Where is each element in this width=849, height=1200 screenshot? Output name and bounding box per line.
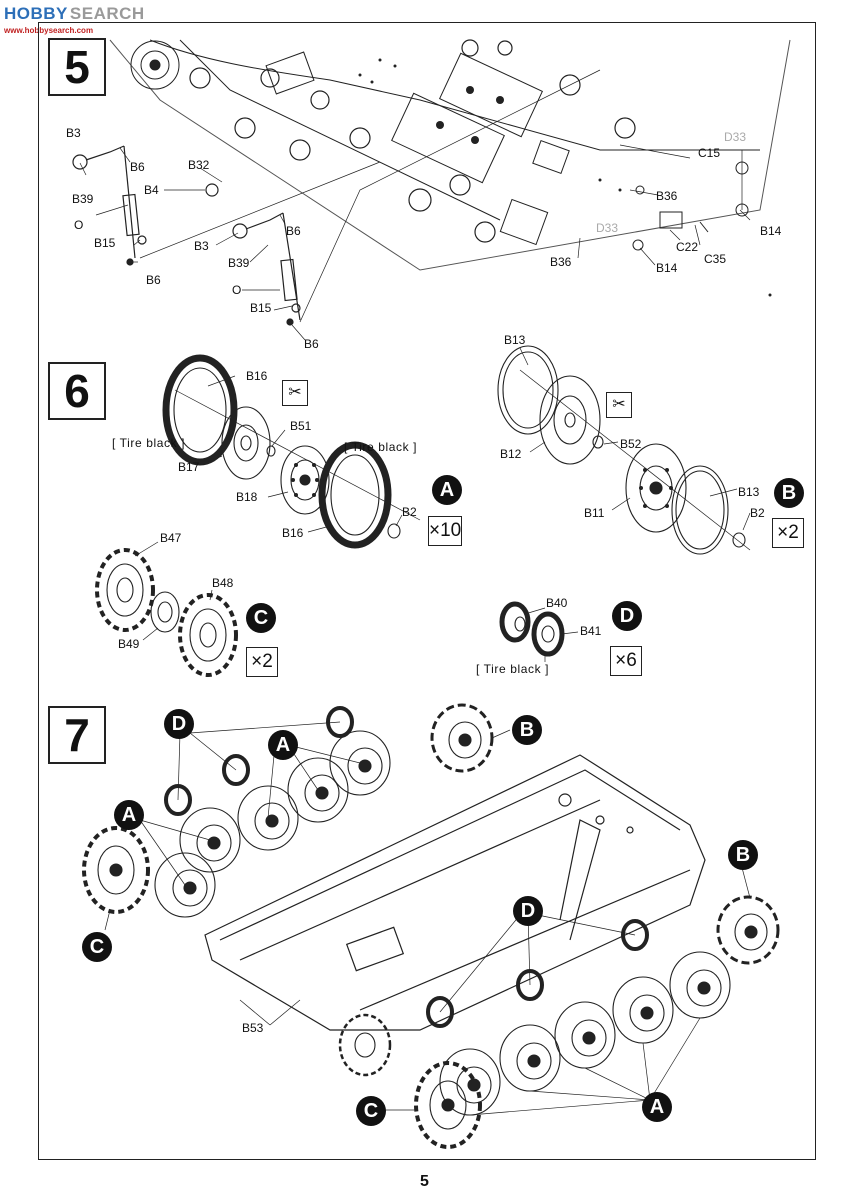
step7-hull-drawing — [204, 754, 706, 1031]
part-label: B2 — [402, 505, 417, 519]
part-label: B32 — [188, 158, 210, 172]
step-6-number: 6 — [48, 362, 106, 420]
watermark-search: SEARCH — [69, 4, 145, 23]
part-label: B17 — [178, 460, 200, 474]
callout-d: D — [513, 896, 543, 926]
part-label: B6 — [146, 273, 161, 287]
part-label: B12 — [500, 447, 522, 461]
scissors-cut-icon: ✂ — [282, 380, 308, 406]
part-label-ghost: D33 — [596, 221, 619, 235]
callout-c: C — [82, 932, 112, 962]
callout-a: A — [268, 730, 298, 760]
step7-wheels-drawing — [82, 703, 780, 1149]
part-label: B16 — [282, 526, 304, 540]
step7-leader-lines — [104, 721, 751, 1116]
part-label: B18 — [236, 490, 258, 504]
part-label: B39 — [228, 256, 250, 270]
paint-note-tire-black: [ Tire black ] — [344, 440, 418, 454]
part-label: B13 — [738, 485, 760, 499]
part-label: B49 — [118, 637, 140, 651]
assembly-mark-c: C — [246, 603, 276, 633]
step6-left-wheel-drawing — [162, 354, 421, 549]
part-label: B3 — [194, 239, 209, 253]
callout-b: B — [512, 715, 542, 745]
step6-roller-drawing — [499, 601, 579, 662]
callout-b: B — [728, 840, 758, 870]
assembly-mark-d: D — [612, 601, 642, 631]
paint-note-tire-black: [ Tire black ] — [112, 436, 186, 450]
part-label: B52 — [620, 437, 642, 451]
page-frame — [38, 22, 816, 1160]
part-label: C15 — [698, 146, 721, 160]
callout-c: C — [356, 1096, 386, 1126]
part-label: B3 — [66, 126, 81, 140]
watermark-sub: www.hobbysearch.com — [4, 26, 94, 35]
part-label: B6 — [286, 224, 301, 238]
part-label: B36 — [656, 189, 678, 203]
step6-sprocket-drawing — [95, 541, 238, 677]
part-label: B48 — [212, 576, 234, 590]
callout-d: D — [164, 709, 194, 739]
part-label: B6 — [130, 160, 145, 174]
watermark-main: HOBBY — [4, 4, 68, 23]
step-7-number: 7 — [48, 706, 106, 764]
quantity-d: ×6 — [610, 646, 642, 676]
part-label: B15 — [94, 236, 116, 250]
part-label: B47 — [160, 531, 182, 545]
part-label: B41 — [580, 624, 602, 638]
callout-a: A — [642, 1092, 672, 1122]
part-label: O — [74, 218, 84, 232]
part-label: B36 — [550, 255, 572, 269]
assembly-mark-b: B — [774, 478, 804, 508]
step6-right-wheel-drawing — [497, 345, 751, 555]
part-label: B15 — [250, 301, 272, 315]
part-label-ghost: D33 — [724, 130, 747, 144]
assembly-mark-a: A — [432, 475, 462, 505]
quantity-c: ×2 — [246, 647, 278, 677]
quantity-a: ×10 — [428, 516, 462, 546]
step-5-number: 5 — [48, 38, 106, 96]
scissors-cut-icon: ✂ — [606, 392, 632, 418]
part-label: B40 — [546, 596, 568, 610]
part-label: O — [232, 283, 242, 297]
part-label: B16 — [246, 369, 268, 383]
part-label: B2 — [750, 506, 765, 520]
part-label: B4 — [144, 183, 159, 197]
part-label: B51 — [290, 419, 312, 433]
part-label: C35 — [704, 252, 727, 266]
part-label: B39 — [72, 192, 94, 206]
part-label: B11 — [584, 506, 605, 520]
part-label: B6 — [304, 337, 319, 351]
paint-note-tire-black: [ Tire black ] — [476, 662, 550, 676]
page-number: 5 — [420, 1173, 429, 1190]
part-label: B14 — [656, 261, 678, 275]
part-label: B13 — [504, 333, 526, 347]
quantity-b: ×2 — [772, 518, 804, 548]
callout-a: A — [114, 800, 144, 830]
part-label: B14 — [760, 224, 782, 238]
part-label: C22 — [676, 240, 699, 254]
step5-hull-drawing — [72, 39, 791, 341]
part-label: B53 — [242, 1021, 264, 1035]
